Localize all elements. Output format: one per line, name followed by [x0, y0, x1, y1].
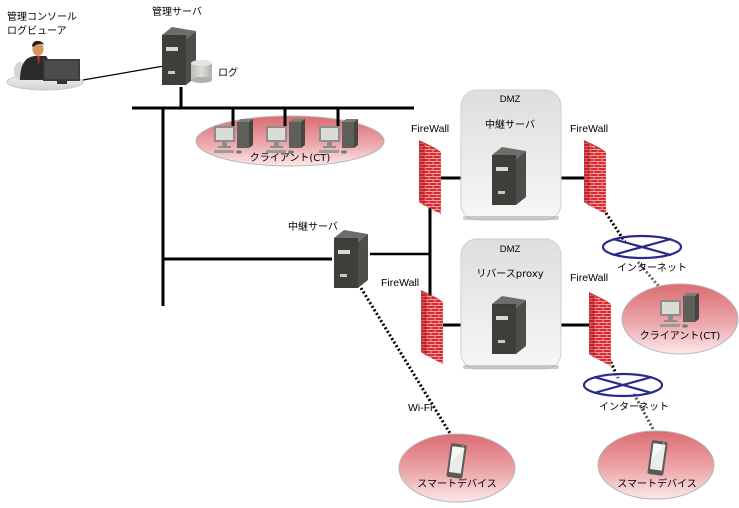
- firewall-4-label: FireWall: [570, 272, 609, 284]
- wifi-link: [359, 287, 461, 449]
- relay-server-label: 中継サーバ: [288, 222, 338, 233]
- dmz-bottom-label: DMZ: [499, 244, 521, 255]
- dmz-zone-top: [460, 89, 562, 221]
- internal-clients-label: クライアント(CT): [249, 153, 331, 164]
- firewall-3-label: FireWall: [381, 277, 420, 289]
- internet-ring-bottom-icon: [582, 372, 664, 398]
- firewall-2-icon: [584, 140, 606, 214]
- wire-console-to-admin-server: [82, 65, 165, 81]
- wifi-label: Wi-Fi: [408, 402, 433, 414]
- internet-top-label: インターネット: [617, 263, 687, 274]
- fw2-to-internet-link: [604, 212, 627, 243]
- firewall-1-icon: [419, 140, 441, 214]
- internet-ring-top-icon: [601, 234, 683, 260]
- reverse-proxy-label: リバースproxy: [476, 269, 544, 280]
- external-client-zone: [621, 283, 739, 355]
- internet-bottom-label: インターネット: [599, 402, 669, 413]
- smart-device-wifi-label: スマートデバイス: [417, 479, 497, 490]
- relay-server-icon: [334, 230, 368, 288]
- firewall-3-icon: [421, 290, 443, 364]
- smart-device-zone-internet: [597, 430, 715, 500]
- admin-console-label-line2: ログビューア: [7, 26, 67, 37]
- admin-server-label: 管理サーバ: [152, 7, 202, 18]
- dmz-relay-server-icon: [492, 147, 526, 205]
- reverse-proxy-server-icon: [492, 296, 526, 354]
- log-database-icon: [191, 60, 212, 83]
- admin-server: [162, 27, 212, 85]
- firewall-2-label: FireWall: [570, 123, 609, 135]
- external-client-label: クライアント(CT): [639, 331, 721, 342]
- dmz-top-server-label: 中継サーバ: [485, 120, 535, 131]
- smart-device-internet-label: スマートデバイス: [617, 479, 697, 490]
- internet-to-client-link: [636, 261, 669, 297]
- internal-client-zone: [195, 108, 385, 167]
- admin-console: [6, 40, 84, 91]
- dmz-top-label: DMZ: [499, 94, 521, 105]
- smart-device-zone-wifi: [398, 433, 516, 503]
- firewall-4-icon: [589, 292, 611, 366]
- log-label: ログ: [218, 68, 238, 79]
- admin-console-label-line1: 管理コンソール: [7, 12, 77, 23]
- dmz-zone-bottom: [460, 238, 562, 370]
- firewall-1-label: FireWall: [411, 123, 450, 135]
